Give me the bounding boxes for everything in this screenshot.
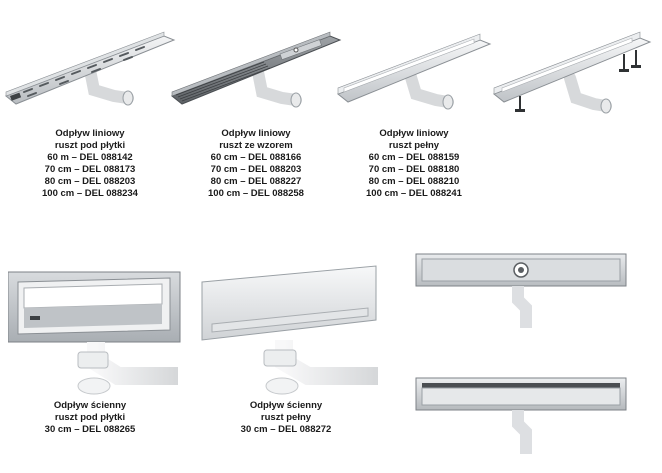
linear-drain-top-view-tile-grate-image [414,248,630,334]
product-variant: 70 cm – DEL 088173 [44,164,136,175]
product-variant: 30 cm – DEL 088265 [44,424,136,435]
product-linear-drain-tile-grate: Odpływ liniowy ruszt pod płytki 60 m – D… [0,0,180,215]
linear-drain-patterned-grate-image [168,18,344,110]
product-variant: 60 m – DEL 088142 [47,152,133,163]
linear-drain-full-grate-feet-image [490,18,656,118]
product-caption: Odpływ ścienny ruszt pod płytki 30 cm – … [0,400,180,436]
product-title: Odpływ liniowy [379,128,449,139]
product-variant: 80 cm – DEL 088227 [210,176,302,187]
linear-drain-full-grate-image [334,18,494,110]
product-variant: 70 cm – DEL 088203 [210,164,302,175]
product-variant: 100 cm – DEL 088258 [208,188,304,199]
product-wall-drain-full-grate: Odpływ ścienny ruszt pełny 30 cm – DEL 0… [196,240,386,470]
product-variant: 60 cm – DEL 088166 [210,152,302,163]
product-title: Odpływ liniowy [55,128,125,139]
product-wall-drain-tile-grate: Odpływ ścienny ruszt pod płytki 30 cm – … [0,240,190,470]
product-subtitle: ruszt pod płytki [54,140,126,151]
product-variant: 30 cm – DEL 088272 [240,424,332,435]
product-variant: 80 cm – DEL 088210 [368,176,460,187]
product-title: Odpływ ścienny [53,400,127,411]
product-linear-drain-full-grate: Odpływ liniowy ruszt pełny 60 cm – DEL 0… [334,0,494,215]
product-caption: Odpływ liniowy ruszt pod płytki 60 m – D… [0,128,180,200]
linear-drain-top-view-full-grate-image [414,372,630,458]
product-title: Odpływ ścienny [249,400,323,411]
wall-drain-full-grate-image [198,258,384,398]
product-subtitle: ruszt pełny [260,412,312,423]
linear-drain-tile-grate-image [2,18,178,110]
product-caption: Odpływ liniowy ruszt ze wzorem 60 cm – D… [166,128,346,200]
product-subtitle: ruszt ze wzorem [219,140,293,151]
product-title: Odpływ liniowy [221,128,291,139]
product-variant: 60 cm – DEL 088159 [368,152,460,163]
product-variant: 100 cm – DEL 088241 [366,188,462,199]
product-linear-drain-patterned-grate: Odpływ liniowy ruszt ze wzorem 60 cm – D… [166,0,346,215]
wall-drain-tile-grate-image [8,258,188,398]
product-variant: 100 cm – DEL 088234 [42,188,138,199]
product-subtitle: ruszt pełny [388,140,440,151]
product-subtitle: ruszt pod płytki [54,412,126,423]
product-variant: 70 cm – DEL 088180 [368,164,460,175]
product-variant: 80 cm – DEL 088203 [44,176,136,187]
product-caption: Odpływ liniowy ruszt pełny 60 cm – DEL 0… [334,128,494,200]
product-caption: Odpływ ścienny ruszt pełny 30 cm – DEL 0… [196,400,376,436]
